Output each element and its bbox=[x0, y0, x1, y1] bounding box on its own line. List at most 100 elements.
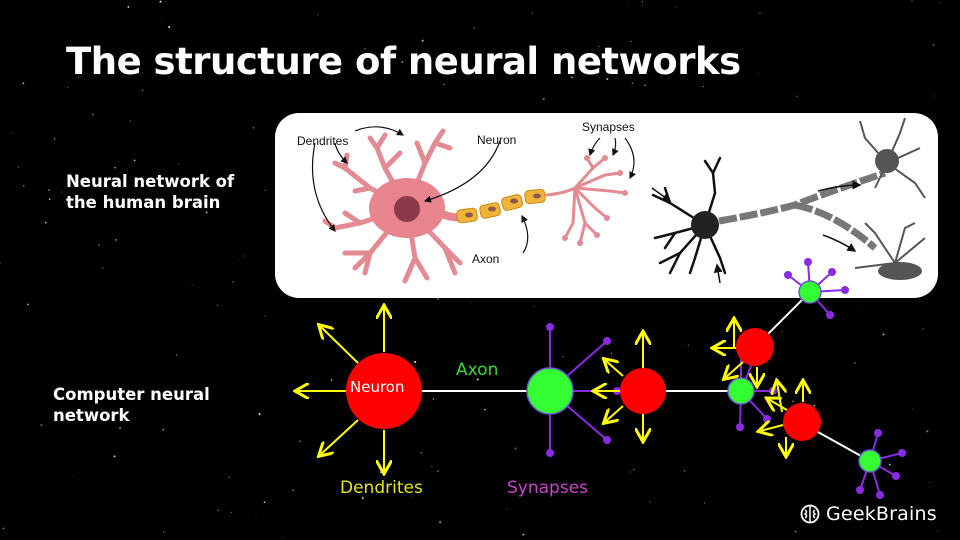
synapse-terminal bbox=[898, 449, 906, 457]
star bbox=[67, 86, 69, 88]
star bbox=[22, 82, 25, 85]
star bbox=[827, 306, 829, 309]
star bbox=[364, 48, 366, 50]
star bbox=[232, 281, 234, 283]
star bbox=[675, 7, 677, 9]
star bbox=[439, 521, 442, 524]
star bbox=[684, 470, 686, 472]
star bbox=[813, 404, 816, 407]
synapses-callout: Synapses bbox=[582, 120, 635, 134]
neuron-node-label: Neuron bbox=[350, 378, 405, 396]
page-title: The structure of neural networks bbox=[66, 40, 741, 83]
synapse-terminal bbox=[804, 258, 812, 266]
synapse-terminal bbox=[874, 429, 882, 437]
star bbox=[414, 361, 417, 364]
star bbox=[12, 132, 14, 133]
star bbox=[882, 333, 885, 336]
star bbox=[850, 511, 853, 513]
star bbox=[129, 120, 132, 122]
neuron-callout: Neuron bbox=[477, 133, 517, 147]
star bbox=[794, 530, 797, 533]
star bbox=[230, 511, 232, 513]
synapse-terminal bbox=[828, 268, 836, 276]
star bbox=[217, 509, 219, 511]
star bbox=[107, 176, 109, 178]
star bbox=[91, 113, 94, 116]
star bbox=[506, 508, 508, 510]
star bbox=[175, 354, 178, 356]
star bbox=[127, 390, 130, 392]
star bbox=[484, 408, 486, 411]
neuron-node bbox=[620, 368, 666, 414]
star bbox=[939, 2, 941, 4]
star bbox=[216, 304, 219, 307]
star bbox=[0, 262, 1, 264]
star bbox=[280, 66, 282, 68]
star bbox=[162, 531, 165, 533]
star bbox=[911, 407, 913, 409]
star bbox=[687, 344, 689, 346]
star bbox=[162, 429, 164, 431]
star bbox=[641, 1, 643, 3]
synapse-terminal bbox=[876, 491, 884, 499]
synapses-label: Synapses bbox=[507, 478, 589, 498]
star bbox=[644, 84, 646, 87]
star bbox=[40, 424, 43, 427]
star bbox=[299, 440, 301, 442]
synapse-terminal bbox=[856, 486, 864, 494]
synapse-terminal bbox=[841, 286, 849, 294]
star bbox=[531, 12, 534, 14]
star bbox=[432, 398, 434, 400]
star bbox=[570, 76, 573, 79]
star bbox=[401, 61, 404, 63]
star bbox=[264, 315, 266, 317]
star bbox=[191, 284, 193, 286]
synapse-terminal bbox=[736, 423, 744, 431]
star bbox=[73, 475, 75, 477]
synapse-node bbox=[727, 377, 755, 405]
star bbox=[631, 82, 634, 85]
star bbox=[48, 198, 51, 201]
synapse-node bbox=[798, 280, 822, 304]
star bbox=[857, 306, 859, 308]
star bbox=[159, 0, 162, 3]
star bbox=[168, 25, 171, 29]
synapse-terminal bbox=[763, 415, 771, 423]
star bbox=[758, 73, 760, 75]
brain-icon bbox=[800, 504, 820, 524]
dendrite-arrow bbox=[768, 399, 788, 410]
star bbox=[598, 45, 600, 48]
neuron-node bbox=[346, 353, 422, 429]
star bbox=[610, 353, 613, 355]
star bbox=[228, 476, 230, 479]
dendrites-callout: Dendrites bbox=[297, 134, 349, 148]
dendrite-arrow bbox=[725, 361, 744, 378]
star bbox=[703, 86, 704, 87]
star bbox=[431, 465, 433, 468]
star bbox=[316, 14, 318, 16]
star bbox=[114, 167, 116, 169]
dendrite-arrow bbox=[760, 425, 784, 431]
star bbox=[854, 362, 856, 364]
star bbox=[121, 392, 124, 395]
star bbox=[562, 356, 564, 358]
star bbox=[937, 530, 939, 532]
star bbox=[594, 53, 596, 55]
star bbox=[935, 95, 937, 97]
dendrite-arrow bbox=[605, 405, 624, 422]
dendrite-arrow bbox=[320, 419, 359, 455]
star bbox=[781, 330, 783, 333]
star bbox=[255, 516, 257, 517]
dendrite-arrow bbox=[320, 326, 359, 364]
synapse-terminal bbox=[826, 311, 834, 319]
star bbox=[911, 0, 913, 2]
star bbox=[22, 184, 25, 187]
star bbox=[606, 78, 609, 81]
star bbox=[542, 97, 545, 100]
star bbox=[325, 55, 328, 58]
star bbox=[17, 166, 20, 169]
star bbox=[627, 3, 629, 5]
synapse-terminal bbox=[546, 323, 554, 331]
axon-label: Axon bbox=[456, 360, 499, 380]
star bbox=[263, 501, 266, 504]
